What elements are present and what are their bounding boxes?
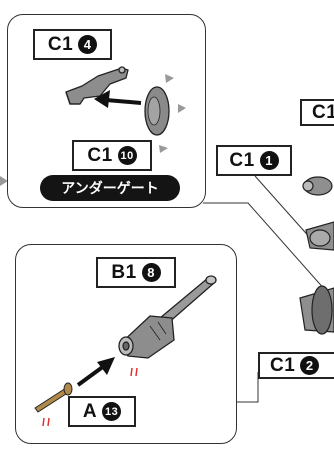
round-plate-part xyxy=(144,86,170,136)
part-label-b1-8: B1 8 xyxy=(96,257,176,288)
under-gate-caption: アンダーゲート xyxy=(40,175,180,201)
gate-marks xyxy=(42,367,138,427)
callout-c1-1: C1 1 xyxy=(216,145,292,176)
part-label-c1-10: C1 10 xyxy=(72,140,152,171)
part-number: 1 xyxy=(259,151,279,170)
right-assembly-art xyxy=(299,176,334,335)
part-number: 13 xyxy=(102,402,122,421)
part-label-a-13: A 13 xyxy=(68,396,136,427)
barrel-part xyxy=(118,275,217,359)
leader-line-bottom xyxy=(237,372,259,403)
part-letter: C1 xyxy=(270,354,296,376)
leader-line-c1-1 xyxy=(254,175,313,241)
left-edge-arrow-icon xyxy=(0,176,8,186)
assembly-arrow-top xyxy=(94,90,142,108)
part-letter: C1 xyxy=(87,144,113,166)
attachment-marks xyxy=(159,74,186,153)
pin-part xyxy=(34,382,73,413)
edge-part-label: C1 xyxy=(300,99,334,126)
part-letter: A xyxy=(82,400,98,422)
leader-line-top xyxy=(203,202,334,301)
part-number: 10 xyxy=(117,146,137,165)
under-gate-part xyxy=(65,66,129,105)
part-label-c1-4: C1 4 xyxy=(33,29,112,60)
part-letter: C1 xyxy=(47,33,74,55)
assembly-arrow-bottom xyxy=(76,357,115,387)
part-number: 8 xyxy=(141,263,161,282)
part-number: 2 xyxy=(300,356,320,375)
part-number: 4 xyxy=(78,35,98,54)
part-letter: B1 xyxy=(111,261,137,283)
part-letter: C1 xyxy=(229,149,255,171)
part-letter: C1 xyxy=(312,101,334,123)
callout-c1-2: C1 2 xyxy=(258,352,334,379)
